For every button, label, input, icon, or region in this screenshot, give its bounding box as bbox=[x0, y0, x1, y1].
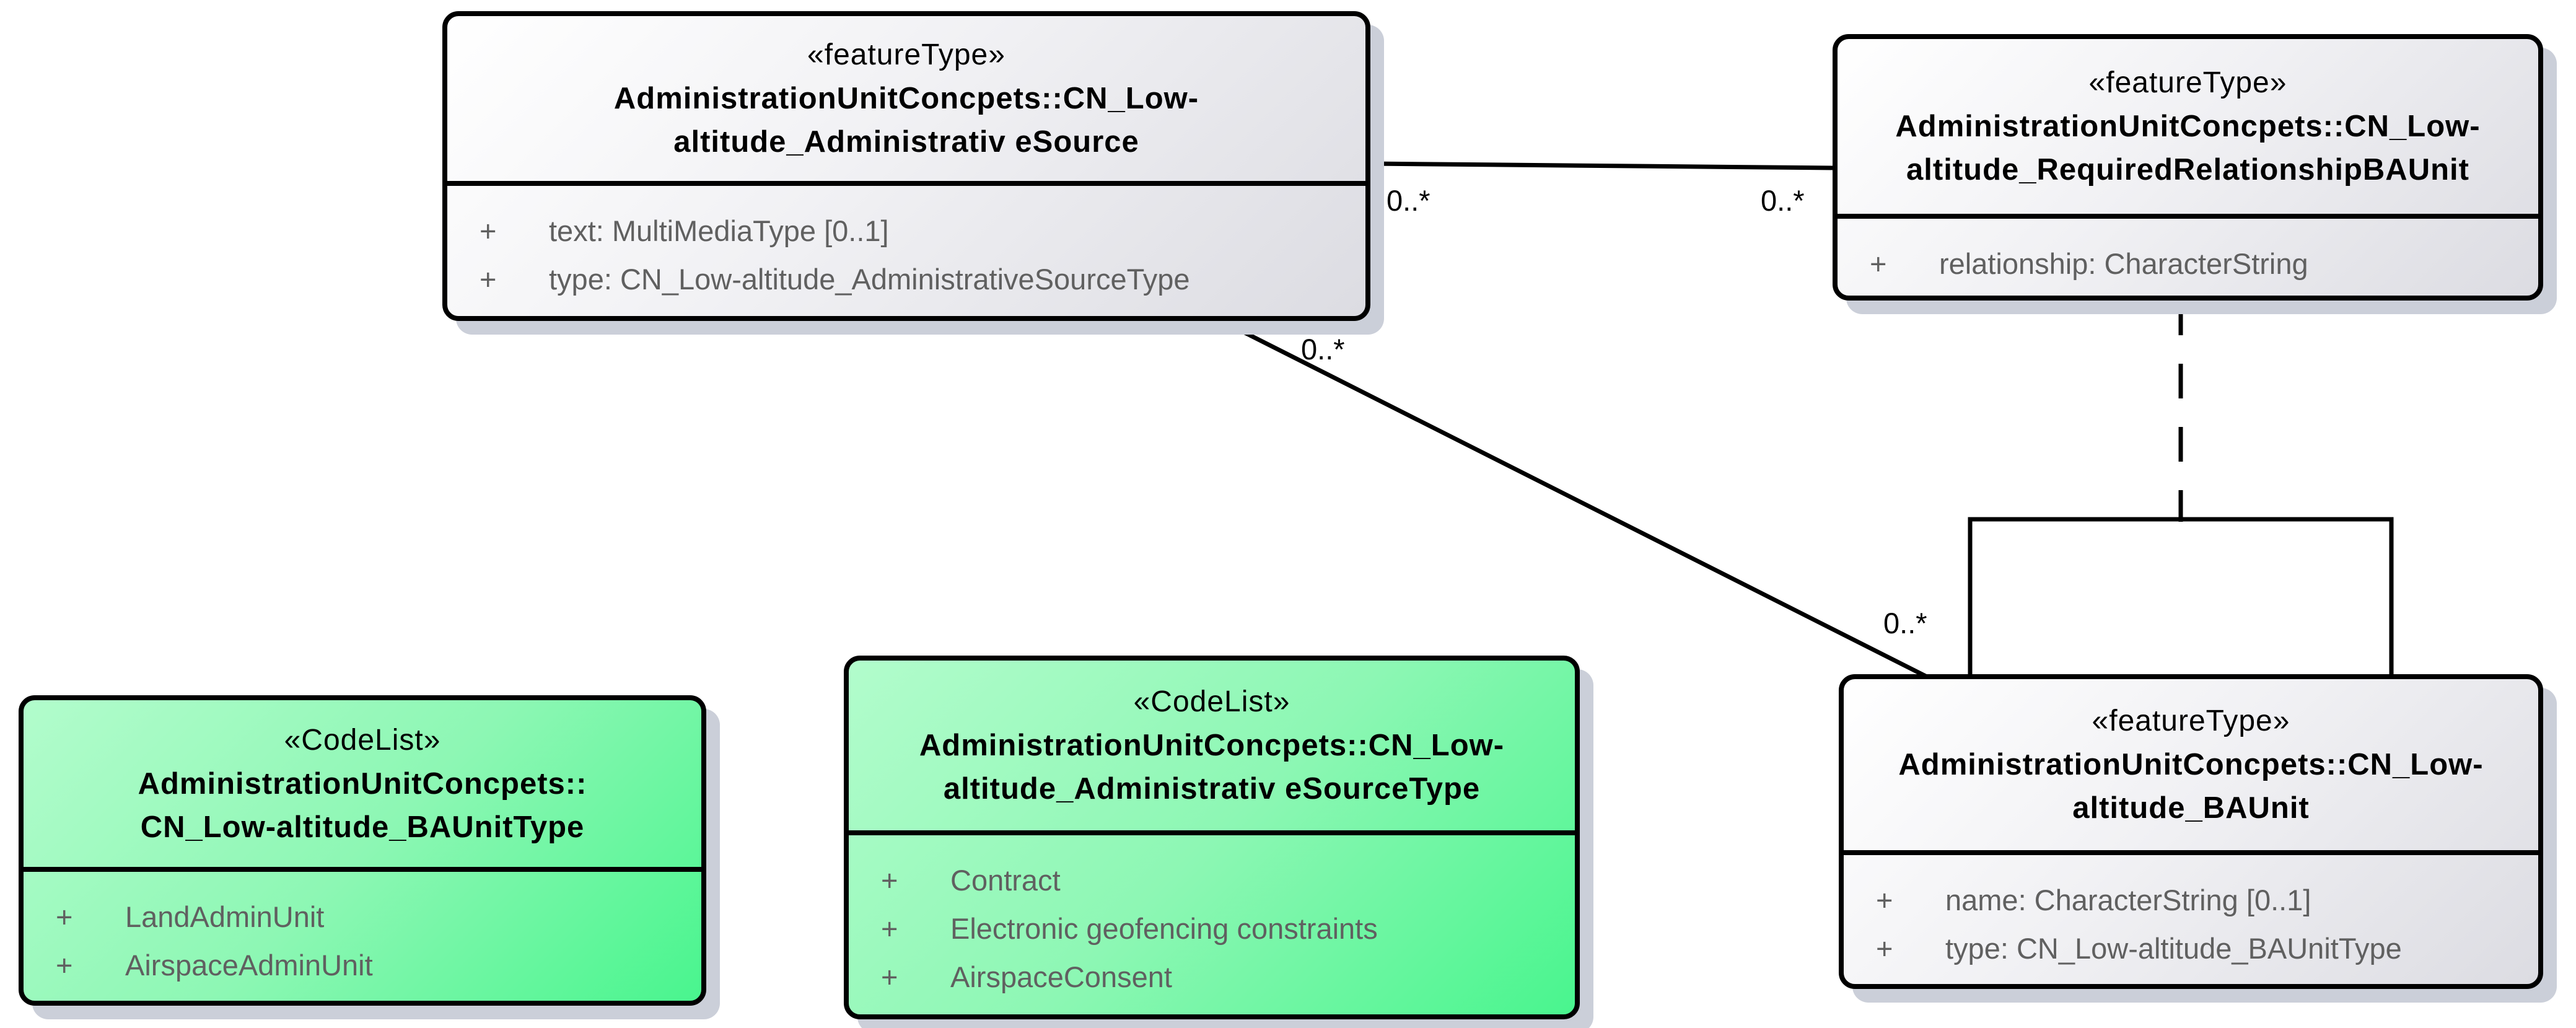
multiplicity-label: 0..* bbox=[1387, 184, 1430, 217]
class-header: «featureType» AdministrationUnitConcpets… bbox=[447, 16, 1365, 186]
class-header: «CodeList» AdministrationUnitConcpets::C… bbox=[849, 661, 1575, 835]
class-name-line: altitude_RequiredRelationshipBAUnit bbox=[1906, 153, 2469, 187]
attribute-row: + type: CN_Low-altitude_AdministrativeSo… bbox=[480, 255, 1353, 304]
class-header: «featureType» AdministrationUnitConcpets… bbox=[1838, 39, 2538, 219]
attribute-text: LandAdminUnit bbox=[125, 900, 325, 933]
stereotype-label: «featureType» bbox=[2092, 705, 2290, 737]
attribute-compartment: + Contract + Electronic geofencing const… bbox=[849, 835, 1575, 1001]
visibility-plus: + bbox=[881, 864, 898, 897]
visibility-plus: + bbox=[56, 949, 73, 982]
stereotype-label: «featureType» bbox=[807, 38, 1005, 71]
multiplicity-label: 0..* bbox=[1301, 333, 1345, 366]
class-name-line: altitude_Administrativ eSource bbox=[673, 125, 1139, 159]
class-name-line: altitude_BAUnit bbox=[2072, 791, 2310, 825]
attribute-text: text: MultiMediaType [0..1] bbox=[549, 214, 889, 247]
visibility-plus: + bbox=[1876, 884, 1893, 916]
class-box-administrativesourcetype-codelist[interactable]: «CodeList» AdministrationUnitConcpets::C… bbox=[844, 656, 1580, 1019]
attribute-text: Contract bbox=[950, 864, 1061, 897]
class-box-baunit[interactable]: «featureType» AdministrationUnitConcpets… bbox=[1839, 674, 2543, 989]
attribute-text: Electronic geofencing constraints bbox=[950, 912, 1378, 945]
attribute-compartment: + text: MultiMediaType [0..1] + type: CN… bbox=[447, 186, 1365, 304]
attribute-compartment: + name: CharacterString [0..1] + type: C… bbox=[1844, 855, 2538, 973]
visibility-plus: + bbox=[1876, 932, 1893, 965]
attribute-row: + AirspaceConsent bbox=[881, 953, 1562, 1001]
multiplicity-label: 0..* bbox=[1883, 607, 1927, 639]
multiplicity-label: 0..* bbox=[1761, 184, 1805, 217]
visibility-plus: + bbox=[881, 960, 898, 993]
class-name-line: AdministrationUnitConcpets:: bbox=[138, 767, 587, 801]
association-line-adminsource-baunit[interactable] bbox=[1216, 316, 1935, 683]
attribute-text: relationship: CharacterString bbox=[1939, 247, 2308, 280]
class-name-line: AdministrationUnitConcpets::CN_Low- bbox=[1898, 748, 2484, 781]
attribute-row: + AirspaceAdminUnit bbox=[56, 941, 689, 990]
class-box-baunittype-codelist[interactable]: «CodeList» AdministrationUnitConcpets:: … bbox=[19, 695, 706, 1006]
attribute-row: + Contract bbox=[881, 856, 1562, 905]
class-box-requiredrelationshipbaunit[interactable]: «featureType» AdministrationUnitConcpets… bbox=[1833, 34, 2543, 301]
class-header: «featureType» AdministrationUnitConcpets… bbox=[1844, 679, 2538, 855]
attribute-text: AirspaceConsent bbox=[950, 960, 1172, 993]
stereotype-label: «CodeList» bbox=[284, 723, 441, 757]
class-name-line: AdministrationUnitConcpets::CN_Low- bbox=[613, 82, 1199, 115]
attribute-compartment: + relationship: CharacterString bbox=[1838, 219, 2538, 288]
attribute-row: + name: CharacterString [0..1] bbox=[1876, 876, 2526, 925]
class-name-line: AdministrationUnitConcpets::CN_Low- bbox=[919, 729, 1505, 762]
visibility-plus: + bbox=[56, 900, 73, 933]
attribute-text: type: CN_Low-altitude_BAUnitType bbox=[1945, 932, 2402, 965]
attribute-text: type: CN_Low-altitude_AdministrativeSour… bbox=[549, 263, 1190, 296]
attribute-row: + text: MultiMediaType [0..1] bbox=[480, 207, 1353, 255]
attribute-row: + type: CN_Low-altitude_BAUnitType bbox=[1876, 925, 2526, 973]
visibility-plus: + bbox=[881, 912, 898, 945]
visibility-plus: + bbox=[1870, 247, 1887, 280]
attribute-row: + Electronic geofencing constraints bbox=[881, 905, 1562, 953]
attribute-text: name: CharacterString [0..1] bbox=[1945, 884, 2311, 916]
stereotype-label: «CodeList» bbox=[1133, 685, 1290, 718]
self-association-loop-baunit[interactable] bbox=[1968, 517, 2394, 682]
visibility-plus: + bbox=[480, 214, 497, 247]
attribute-compartment: + LandAdminUnit + AirspaceAdminUnit bbox=[24, 872, 701, 990]
attribute-row: + relationship: CharacterString bbox=[1870, 240, 2526, 288]
class-name-line: altitude_Administrativ eSourceType bbox=[943, 772, 1481, 806]
class-box-administrativesource[interactable]: «featureType» AdministrationUnitConcpets… bbox=[442, 11, 1370, 321]
stereotype-label: «featureType» bbox=[2088, 66, 2287, 99]
association-line-adminsource-requiredrelationship[interactable] bbox=[1370, 161, 1833, 170]
class-name-line: AdministrationUnitConcpets::CN_Low- bbox=[1895, 110, 2481, 143]
class-name-line: CN_Low-altitude_BAUnitType bbox=[140, 810, 585, 844]
attribute-text: AirspaceAdminUnit bbox=[125, 949, 373, 982]
attribute-row: + LandAdminUnit bbox=[56, 893, 689, 941]
visibility-plus: + bbox=[480, 263, 497, 296]
class-header: «CodeList» AdministrationUnitConcpets:: … bbox=[24, 700, 701, 872]
